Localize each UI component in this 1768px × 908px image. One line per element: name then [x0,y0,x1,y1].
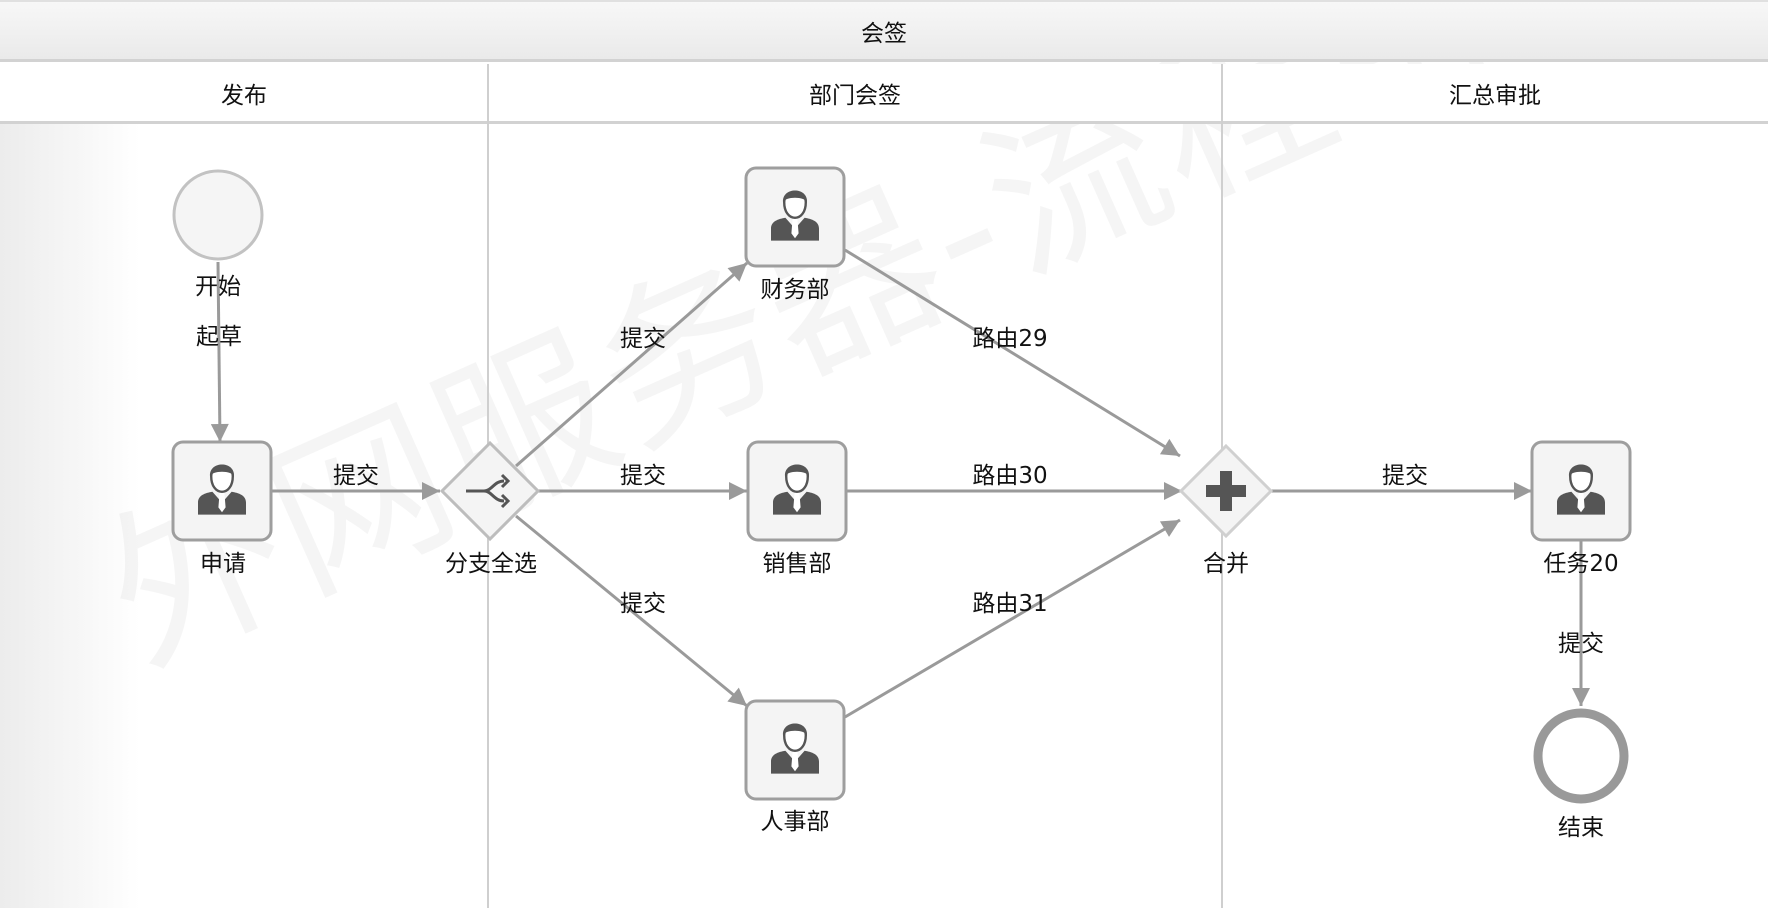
flow-label-submit-hr: 提交 [620,591,666,617]
task-finance[interactable] [744,166,846,268]
flow-label-submit-task20: 提交 [1382,463,1428,489]
split-label: 分支全选 [445,551,537,577]
flow-label-submit-end: 提交 [1558,631,1604,657]
hr-label: 人事部 [760,809,830,835]
end-label: 结束 [1558,815,1604,841]
sales-label: 销售部 [762,551,832,577]
flow-route29[interactable] [844,248,1181,458]
flow-route31[interactable] [844,518,1181,719]
flow-submit-finance[interactable] [515,261,748,468]
start-label: 开始 [195,274,241,300]
task-apply[interactable] [171,440,273,542]
start-event[interactable] [172,169,264,261]
gateway-merge[interactable] [1178,443,1274,539]
lane-title: 发布 [221,82,267,109]
task-hr[interactable] [744,699,846,801]
gateway-split[interactable] [439,440,541,542]
pool-title: 会签 [861,20,907,47]
flow-label-route29: 路由29 [972,326,1048,352]
lane-title: 部门会签 [809,82,901,109]
flow-label-submit-sales: 提交 [620,463,666,489]
task-task20[interactable] [1530,440,1632,542]
flow-label-submit-split: 提交 [333,463,379,489]
lane-header-dept: 部门会签 [488,64,1222,124]
task20-label: 任务20 [1543,551,1619,577]
apply-label: 申请 [200,551,246,577]
flow-submit-hr[interactable] [515,514,748,708]
finance-label: 财务部 [760,277,830,303]
flow-label-submit-finance: 提交 [620,326,666,352]
flow-label-route30: 路由30 [972,463,1048,489]
flow-label-route31: 路由31 [972,591,1048,617]
flow-label-draft: 起草 [196,324,242,350]
left-shade [0,124,140,908]
end-event[interactable] [1533,708,1629,804]
merge-label: 合并 [1203,551,1249,577]
flow-draft[interactable] [210,261,229,443]
lane-title: 汇总审批 [1449,82,1541,109]
branch-icon [466,473,511,509]
plus-icon [1206,471,1246,511]
lane-header-summary: 汇总审批 [1222,64,1768,124]
pool-header: 会签 [0,0,1768,62]
task-sales[interactable] [746,440,848,542]
lane-header-publish: 发布 [0,64,488,124]
